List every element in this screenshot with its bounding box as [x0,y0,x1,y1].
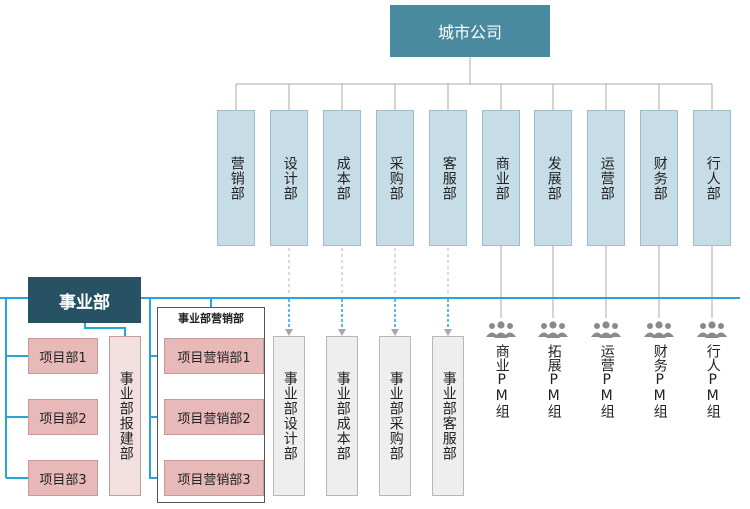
dept-label: 发展部 [545,155,562,201]
city-company-box: 城市公司 [390,5,550,57]
business-service-dept: 事业部客服部 [432,336,464,496]
pm-group-label: 商业PM组 [493,344,510,418]
people-group-icon [486,321,516,338]
business-unit-box: 事业部 [28,277,141,323]
dept-label: 客服部 [440,155,457,201]
dept-label: 运营部 [598,155,615,201]
baojian-connector [84,323,126,336]
pm-group-label: 运营PM组 [598,344,615,418]
marketing-group-title: 事业部营销部 [178,312,244,325]
dept-label: 成本部 [334,155,351,201]
pm-group-operations: 运营PM组 [588,320,624,418]
pm-group-label: 财务PM组 [651,344,668,418]
permitting-dept-box: 事业部报建部 [109,336,141,496]
pm-group-commercial: 商业PM组 [483,320,519,418]
dept-label: 行人部 [704,155,721,201]
project-marketing-1: 项目营销部1 [164,338,264,374]
dept-finance: 财务部 [640,110,678,246]
arrow-cost [338,329,346,336]
business-purchase-dept: 事业部采购部 [379,336,411,496]
dept-service: 客服部 [429,110,467,246]
project-marketing-2: 项目营销部2 [164,399,264,435]
dept-purchase: 采购部 [376,110,414,246]
pm-group-label: 行人PM组 [704,344,721,418]
pm-group-finance: 财务PM组 [641,320,677,418]
dept-operations: 运营部 [587,110,625,246]
dept-hr-admin: 行人部 [693,110,731,246]
pm-group-label: 拓展PM组 [545,344,562,418]
arrow-purchase [391,329,399,336]
people-group-icon [591,321,621,338]
pm-group-hr-admin: 行人PM组 [694,320,730,418]
business-dept-label: 事业部采购部 [387,371,404,461]
project-marketing-3: 项目营销部3 [164,460,264,496]
project-dept-1: 项目部1 [28,338,98,374]
project-dept-2: 项目部2 [28,399,98,435]
people-group-icon [538,321,568,338]
dept-marketing: 营销部 [217,110,255,246]
dept-label: 商业部 [493,155,510,201]
people-group-icon [697,321,727,338]
dept-development: 发展部 [534,110,572,246]
business-cost-dept: 事业部成本部 [326,336,358,496]
business-design-dept: 事业部设计部 [273,336,305,496]
business-dept-label: 事业部设计部 [281,371,298,461]
dept-label: 营销部 [228,155,245,201]
pm-group-expansion: 拓展PM组 [535,320,571,418]
dept-label: 设计部 [281,155,298,201]
permitting-dept-label: 事业部报建部 [117,371,134,461]
dept-label: 财务部 [651,155,668,201]
dept-label: 采购部 [387,155,404,201]
dept-design: 设计部 [270,110,308,246]
people-group-icon [644,321,674,338]
arrow-service [444,329,452,336]
business-dept-label: 事业部成本部 [334,371,351,461]
dept-cost: 成本部 [323,110,361,246]
project-dept-3: 项目部3 [28,460,98,496]
arrow-design [285,329,293,336]
business-dept-label: 事业部客服部 [440,371,457,461]
dept-commercial: 商业部 [482,110,520,246]
